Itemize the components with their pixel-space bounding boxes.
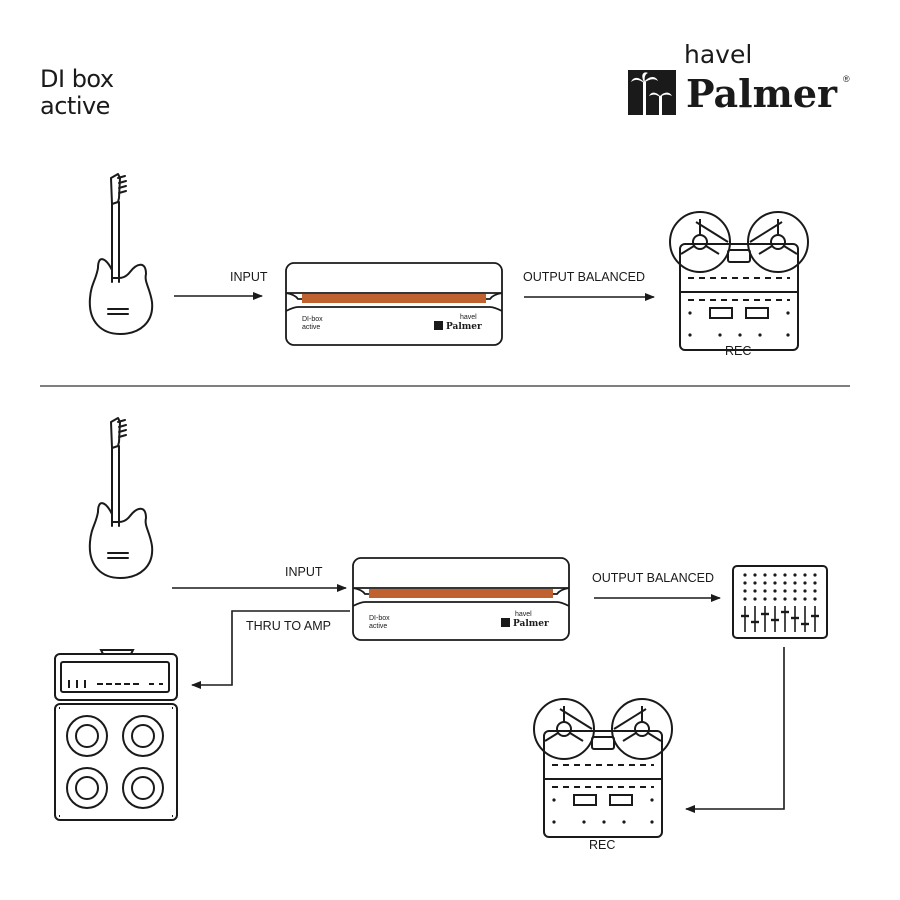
- mixer-knob: [743, 597, 747, 601]
- top-input-label: INPUT: [230, 270, 268, 284]
- device-label-1: DI-box: [302, 316, 323, 323]
- mixer-knob: [753, 581, 757, 585]
- mixer-knob: [773, 573, 777, 577]
- mixer-knob: [763, 589, 767, 593]
- title-line-2: active: [40, 92, 110, 120]
- thru-arrow: [191, 610, 350, 689]
- device-stripe: [369, 589, 553, 598]
- mixer-knob: [773, 581, 777, 585]
- bottom-rec-label: REC: [589, 838, 615, 852]
- device-brand-small: havel: [460, 314, 477, 321]
- device-label-2: active: [302, 324, 320, 331]
- mixer-knob: [783, 573, 787, 577]
- mixer-to-rec-arrow: [685, 647, 785, 813]
- mixer-knob: [763, 573, 767, 577]
- bottom-input-label: INPUT: [285, 565, 323, 579]
- bottom-output-label: OUTPUT BALANCED: [592, 571, 714, 585]
- device-brand-small: havel: [515, 611, 532, 618]
- mixer-knob: [803, 573, 807, 577]
- device-logo-icon: [434, 321, 443, 330]
- page-title: DI box active: [40, 66, 114, 120]
- mixer-knob: [793, 581, 797, 585]
- mixer-knob: [793, 573, 797, 577]
- device-logo-icon: [501, 618, 510, 627]
- mixer-knob: [813, 581, 817, 585]
- brand-name: Palmer: [686, 71, 838, 116]
- mixer-knob: [753, 589, 757, 593]
- mixer-knob: [773, 597, 777, 601]
- mixer-knob: [743, 581, 747, 585]
- tape-recorder-icon: [669, 211, 809, 351]
- tape-recorder-icon: [533, 698, 673, 838]
- top-output-label: OUTPUT BALANCED: [523, 270, 645, 284]
- mixer-knob: [743, 589, 747, 593]
- di-box-device: DI-box active havel Palmer: [352, 557, 570, 641]
- device-stripe: [302, 294, 486, 303]
- mixer-knob: [783, 597, 787, 601]
- device-label-1: DI-box: [369, 615, 390, 622]
- device-label-2: active: [369, 623, 387, 630]
- guitar-icon: [88, 173, 154, 335]
- registered-mark: ®: [843, 74, 850, 84]
- mixer-knob: [753, 597, 757, 601]
- mixer-knob: [813, 573, 817, 577]
- mixer-knob: [813, 589, 817, 593]
- mixer-knob: [793, 597, 797, 601]
- mixer-knob: [743, 573, 747, 577]
- mixer-knob: [783, 581, 787, 585]
- device-brand-big: Palmer: [446, 322, 482, 332]
- di-box-device: DI-box active havel Palmer: [285, 262, 503, 346]
- mixer-knob: [763, 581, 767, 585]
- mixer-knob: [803, 589, 807, 593]
- top-rec-label: REC: [725, 344, 751, 358]
- guitar-icon: [88, 417, 154, 579]
- title-line-1: DI box: [40, 65, 114, 93]
- palm-tree-logo-icon: [628, 70, 676, 115]
- mixer-icon: [732, 565, 828, 639]
- thru-label: THRU TO AMP: [246, 619, 331, 633]
- mixer-knob: [783, 589, 787, 593]
- mixer-knob: [753, 573, 757, 577]
- mixer-knob: [793, 589, 797, 593]
- mixer-knob: [763, 597, 767, 601]
- brand-subtitle: havel: [684, 40, 753, 69]
- mixer-knob: [803, 597, 807, 601]
- device-brand-big: Palmer: [513, 619, 549, 629]
- amp-stack-icon: [54, 649, 178, 821]
- mixer-knob: [813, 597, 817, 601]
- mixer-knob: [803, 581, 807, 585]
- mixer-knob: [773, 589, 777, 593]
